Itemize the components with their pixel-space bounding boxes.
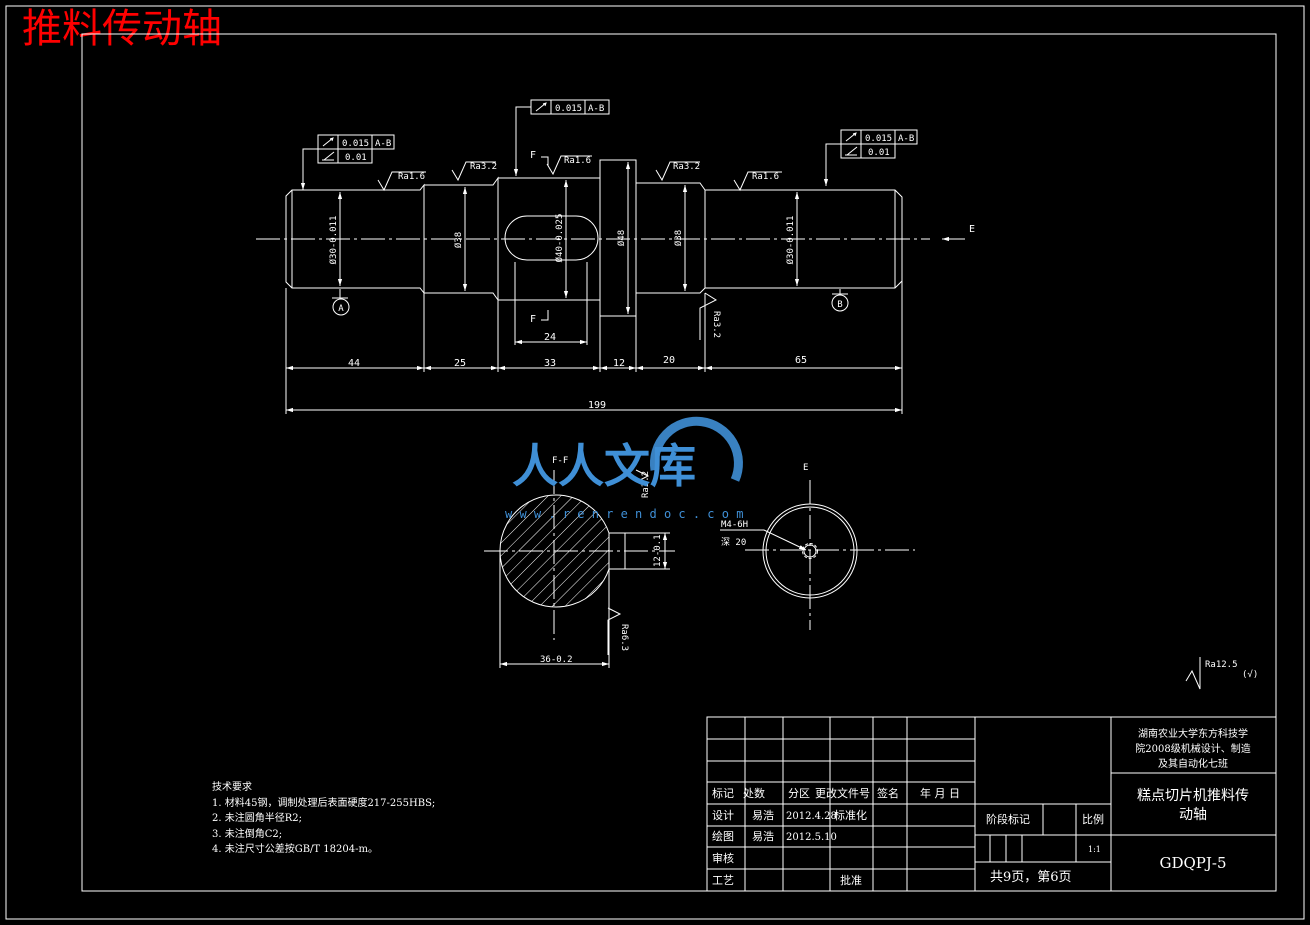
watermark-site: w w w . r e n r e n d o c . c o m	[505, 507, 743, 521]
roughness-1: Ra1.6	[398, 172, 425, 182]
tb-change: 更改文件号	[815, 786, 870, 800]
thread-spec: M4-6H	[721, 520, 748, 530]
tb-drafter: 易浩	[752, 830, 774, 843]
dim-199: 199	[588, 400, 606, 411]
watermark: 人人文库 w w w . r e n r e n d o c . c o m	[505, 416, 743, 521]
tb-zone: 分区	[788, 787, 810, 800]
tb-drawing-no: GDQPJ-5	[1159, 854, 1226, 872]
tb-part-name-1: 糕点切片机推料传	[1137, 788, 1249, 804]
roughness-5: Ra1.6	[752, 172, 779, 182]
dim-20: 20	[663, 355, 675, 366]
dim-dia30-right: Ø30-0.011	[785, 216, 796, 265]
dim-dia38-left: Ø38	[453, 232, 464, 248]
datum-b: B	[837, 300, 842, 310]
tb-count: 处数	[743, 787, 765, 800]
tol1-value: 0.015	[342, 139, 369, 149]
datum-a: A	[338, 304, 344, 314]
tol3b-value: 0.01	[868, 148, 890, 158]
dim-36: 36-0.2	[540, 655, 573, 665]
roughness-3: Ra1.6	[564, 156, 591, 166]
view-e-arrow-label: E	[969, 224, 975, 235]
dim-12: 12	[613, 358, 625, 369]
tb-sign: 签名	[877, 786, 899, 800]
dim-12-depth: 12-0.1	[653, 534, 663, 567]
tb-scale-label: 比例	[1082, 812, 1104, 826]
tb-drawn: 绘图	[712, 829, 734, 843]
tb-drawn-date: 2012.5.10	[786, 832, 837, 843]
notes-heading: 技术要求	[212, 782, 252, 793]
dim-dia40: Ø40-0.025	[554, 214, 565, 263]
tb-process: 工艺	[712, 874, 734, 887]
inner-border	[81, 33, 1277, 892]
tb-part-name-2: 动轴	[1179, 807, 1207, 823]
tb-designer: 易浩	[752, 809, 774, 822]
technical-notes: 技术要求 1. 材料45钢，调制处理后表面硬度217-255HBS; 2. 未注…	[212, 780, 435, 858]
note-item: 4. 未注尺寸公差按GB/T 18204-m。	[212, 844, 378, 855]
roughness-7: Ra3.2	[641, 471, 651, 498]
section-ff-view	[484, 470, 675, 668]
tb-school-1: 湖南农业大学东方科技学	[1138, 727, 1248, 740]
section-markers	[541, 156, 965, 321]
roughness-6: Ra3.2	[711, 311, 721, 338]
shaft-main-view	[256, 159, 930, 317]
tol2-value: 0.015	[555, 104, 582, 114]
roughness-4: Ra3.2	[673, 162, 700, 172]
tb-design-date: 2012.4.28	[786, 811, 837, 822]
drawing-title: 推料传动轴	[22, 6, 222, 52]
watermark-brand: 人人文库	[512, 439, 696, 493]
tol3-value: 0.015	[865, 134, 892, 144]
roughness-8: Ra6.3	[619, 624, 629, 651]
tb-standard: 标准化	[834, 808, 867, 822]
dim-65: 65	[795, 355, 807, 366]
length-dimensions	[285, 262, 903, 414]
datum-symbols	[332, 289, 849, 316]
roughness-general: Ra12.5	[1205, 660, 1238, 670]
tol1-ref: A-B	[375, 139, 391, 149]
tb-mark: 标记	[712, 786, 734, 800]
outer-border	[5, 5, 1305, 920]
dim-dia38-right: Ø38	[673, 230, 684, 246]
thread-depth: 深 20	[721, 537, 746, 548]
tb-date: 年 月 日	[920, 786, 960, 800]
dim-dia48: Ø48	[616, 230, 627, 246]
dim-dia30-left: Ø30-0.011	[328, 216, 339, 265]
section-f-top: F	[530, 150, 536, 161]
dim-33: 33	[544, 358, 556, 369]
title-block-grid	[706, 716, 1277, 892]
tol3-ref: A-B	[898, 134, 914, 144]
tb-scale: 1:1	[1088, 845, 1101, 854]
tol1b-value: 0.01	[345, 153, 367, 163]
roughness-symbols	[377, 155, 1201, 690]
view-e-title: E	[803, 463, 808, 473]
tol2-ref: A-B	[588, 104, 604, 114]
note-item: 3. 未注倒角C2;	[212, 828, 283, 840]
tb-school-3: 及其自动化七班	[1158, 757, 1228, 770]
roughness-general-suffix: (√)	[1242, 669, 1258, 680]
tb-school-2: 院2008级机械设计、制造	[1135, 742, 1250, 755]
section-f-bottom: F	[530, 314, 536, 325]
tb-design: 设计	[712, 809, 734, 822]
tb-stage: 阶段标记	[986, 812, 1030, 826]
dim-24: 24	[544, 332, 556, 343]
diameter-dimensions	[337, 162, 800, 314]
tb-approve: 批准	[840, 873, 862, 887]
tolerance-frames	[300, 99, 918, 190]
section-ff-title: F-F	[552, 456, 568, 466]
dim-25: 25	[454, 358, 466, 369]
view-e	[720, 480, 915, 630]
dim-44: 44	[348, 358, 360, 369]
note-item: 1. 材料45钢，调制处理后表面硬度217-255HBS;	[212, 797, 436, 809]
tb-sheets: 共9页，第6页	[990, 870, 1072, 885]
note-item: 2. 未注圆角半径R2;	[212, 813, 302, 824]
roughness-2: Ra3.2	[470, 162, 497, 172]
tb-review: 审核	[712, 851, 734, 865]
